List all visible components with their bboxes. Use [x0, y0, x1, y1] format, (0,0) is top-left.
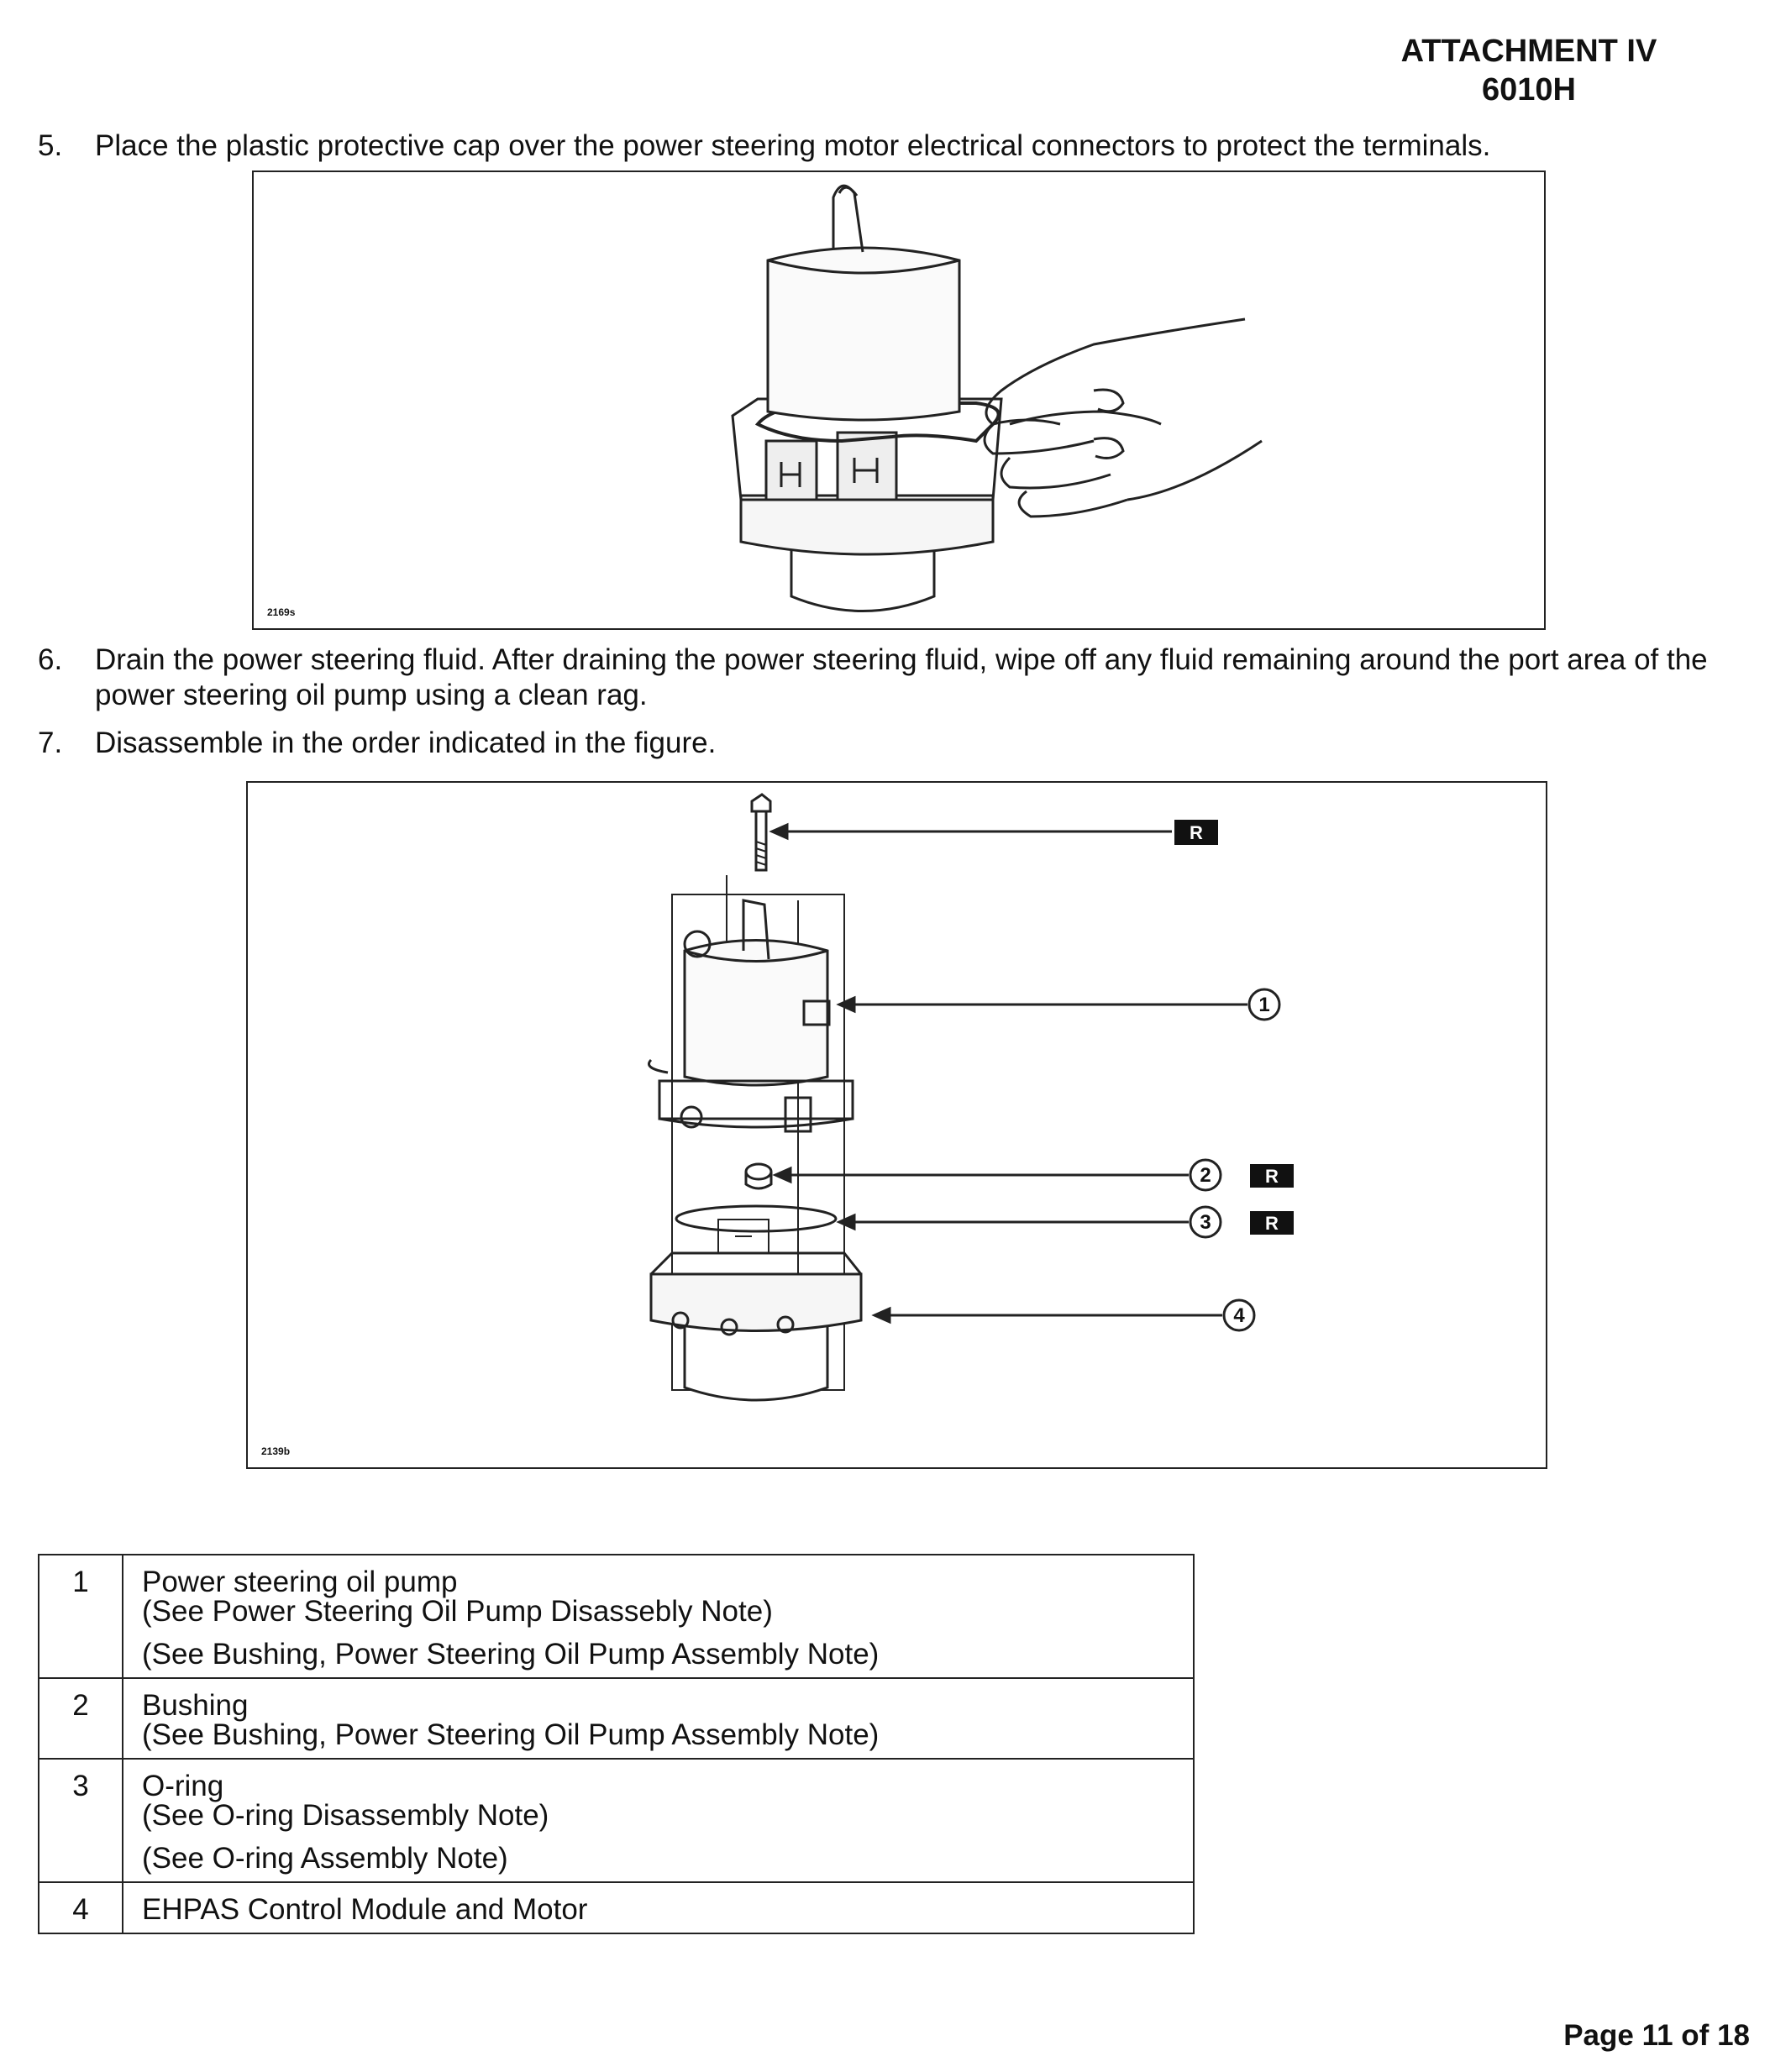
step-text: Drain the power steering fluid. After dr… [95, 643, 1708, 711]
exploded-pump-illustration: 1 2 3 4 R R R [648, 793, 1294, 1402]
callout-3: 3 [1200, 1211, 1211, 1234]
part-description: EHPAS Control Module and Motor [122, 1881, 1195, 1934]
replace-badge: R [1190, 822, 1203, 843]
step-text: Disassemble in the order indicated in th… [95, 727, 717, 759]
callout-1: 1 [1258, 994, 1269, 1016]
document-header: ATTACHMENT IV 6010H [1327, 32, 1731, 109]
figure-exploded-view: 1 2 3 4 R R R 2139b [246, 781, 1547, 1469]
part-number: 4 [38, 1881, 123, 1934]
table-row: 3 O-ring (See O-ring Disassembly Note) (… [38, 1758, 1195, 1883]
figure-id: 2139b [261, 1445, 291, 1457]
pump-cap-illustration [731, 184, 1263, 612]
part-name: EHPAS Control Module and Motor [142, 1893, 588, 1926]
part-note: (See O-ring Disassembly Note) [142, 1799, 549, 1832]
part-name: Power steering oil pump [142, 1566, 458, 1598]
part-note: (See O-ring Assembly Note) [142, 1842, 508, 1875]
part-number: 1 [38, 1554, 123, 1679]
step-text: Place the plastic protective cap over th… [95, 129, 1491, 162]
part-name: O-ring [142, 1770, 224, 1802]
part-description: O-ring (See O-ring Disassembly Note) (Se… [122, 1758, 1195, 1883]
table-row: 1 Power steering oil pump (See Power Ste… [38, 1554, 1195, 1679]
part-number: 2 [38, 1677, 123, 1760]
step-6: 6. Drain the power steering fluid. After… [38, 643, 1753, 713]
step-7: 7. Disassemble in the order indicated in… [38, 726, 1753, 761]
part-description: Power steering oil pump (See Power Steer… [122, 1554, 1195, 1679]
replace-badge: R [1265, 1213, 1279, 1234]
figure-protective-cap: 2169s [252, 170, 1546, 630]
parts-legend-table: 1 Power steering oil pump (See Power Ste… [38, 1554, 1195, 1934]
part-note: (See Power Steering Oil Pump Disassebly … [142, 1595, 773, 1628]
step-number: 5. [38, 129, 63, 162]
replace-badge: R [1265, 1166, 1279, 1187]
step-number: 7. [38, 727, 63, 759]
attachment-title: ATTACHMENT IV [1400, 34, 1657, 69]
part-description: Bushing (See Bushing, Power Steering Oil… [122, 1677, 1195, 1760]
page-number: Page 11 of 18 [1563, 2019, 1750, 2052]
callout-4: 4 [1233, 1304, 1245, 1327]
document-code: 6010H [1482, 72, 1576, 108]
part-note: (See Bushing, Power Steering Oil Pump As… [142, 1718, 880, 1751]
step-number: 6. [38, 643, 63, 676]
table-row: 4 EHPAS Control Module and Motor [38, 1881, 1195, 1934]
table-row: 2 Bushing (See Bushing, Power Steering O… [38, 1677, 1195, 1760]
step-5: 5. Place the plastic protective cap over… [38, 129, 1753, 164]
part-number: 3 [38, 1758, 123, 1883]
part-name: Bushing [142, 1689, 249, 1722]
figure-id: 2169s [267, 606, 296, 618]
callout-2: 2 [1200, 1164, 1211, 1187]
part-note: (See Bushing, Power Steering Oil Pump As… [142, 1638, 880, 1671]
